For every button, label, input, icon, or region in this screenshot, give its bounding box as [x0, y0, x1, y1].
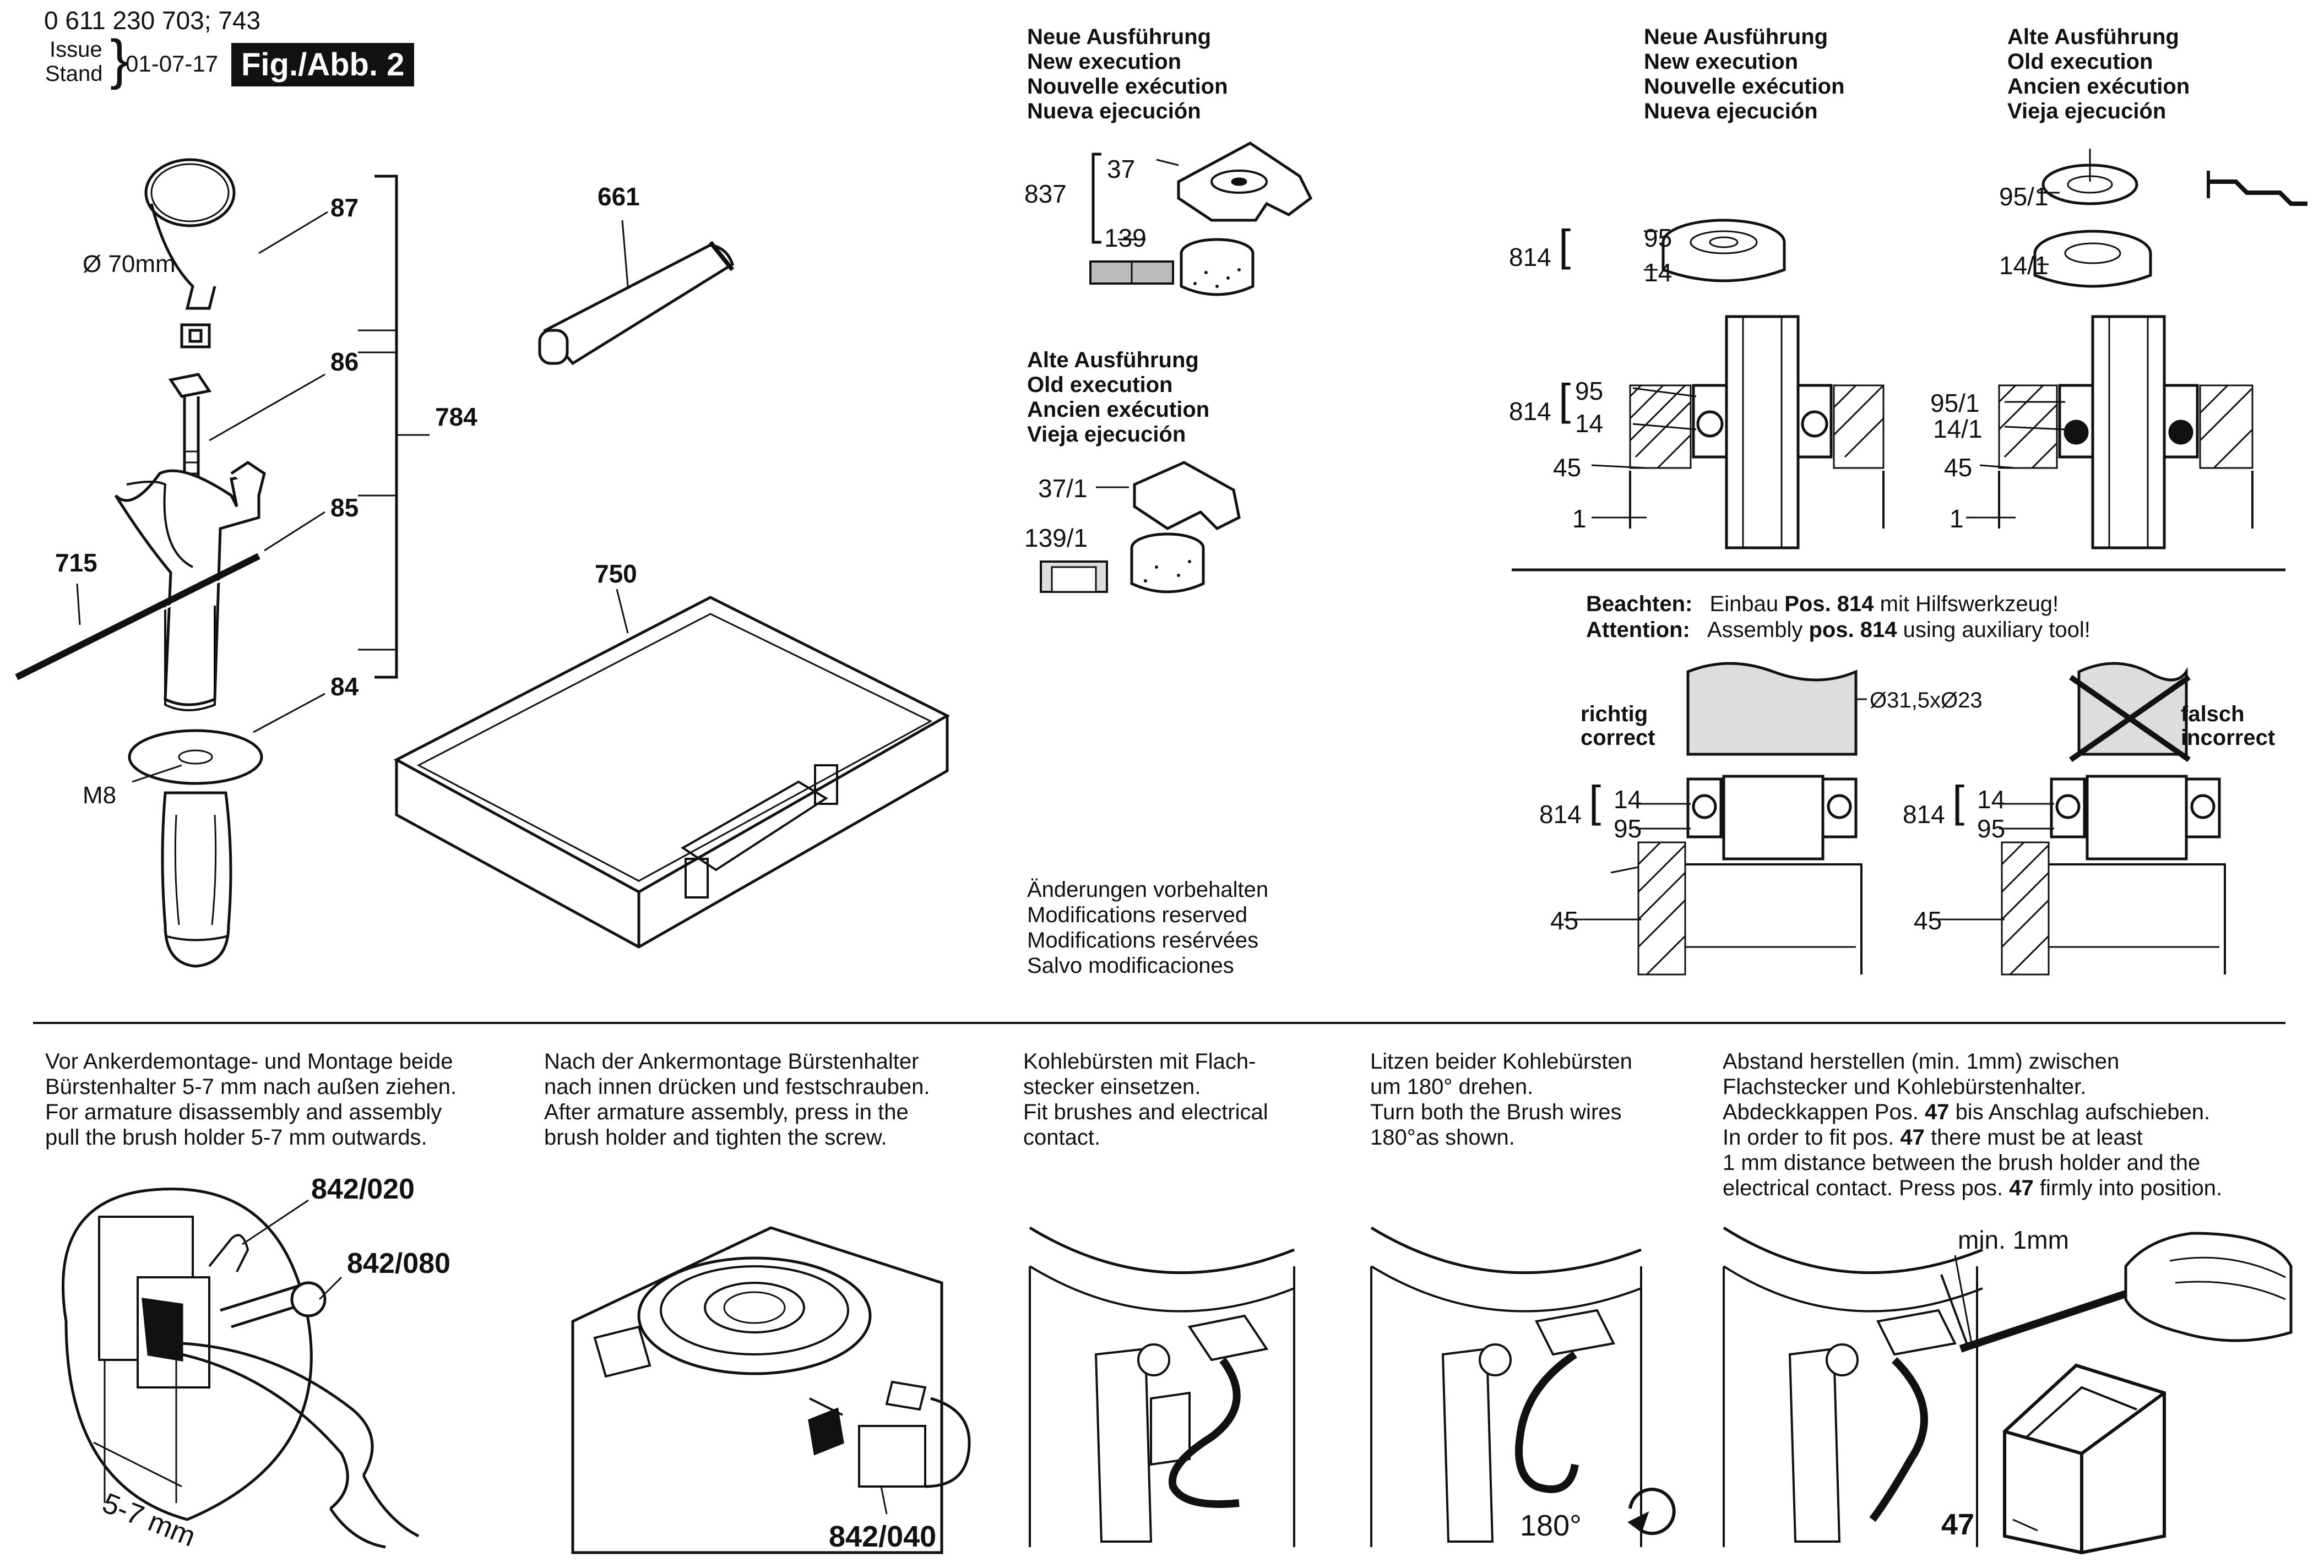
thread-m8: M8 — [83, 782, 117, 809]
part-85: 85 — [330, 493, 359, 522]
part-14-c: 14 — [1614, 785, 1642, 814]
part-14-b: 14 — [1575, 409, 1604, 438]
header-brace: } — [110, 29, 129, 90]
incorrect-label: incorrect — [2181, 726, 2276, 750]
min-1mm-label: min. 1mm — [1958, 1226, 2069, 1254]
tool-diameter: Ø31,5xØ23 — [1870, 688, 1983, 712]
part-14-d: 14 — [1977, 785, 2006, 814]
part-842-020: 842/020 — [311, 1173, 415, 1205]
part-139-1: 139/1 — [1024, 524, 1088, 552]
brace-814-c: [ — [1589, 777, 1601, 826]
part-37-1: 37/1 — [1038, 474, 1088, 503]
document-number: 0 611 230 703; 743 — [44, 6, 261, 35]
part-95-d: 95 — [1977, 814, 2006, 843]
rotation-180: 180° — [1520, 1509, 1582, 1542]
part-814-c: 814 — [1539, 800, 1582, 829]
part-95-b: 95 — [1575, 377, 1604, 405]
brace-814-a: [ — [1559, 221, 1571, 270]
part-14-a: 14 — [1644, 258, 1673, 287]
part-784: 784 — [435, 402, 477, 431]
part-814-d: 814 — [1903, 800, 1945, 829]
diameter-70mm: Ø 70mm — [83, 251, 176, 277]
brace-814-b: [ — [1559, 375, 1571, 424]
step-3-text: Kohlebürsten mit Flach- stecker einsetze… — [1023, 1049, 1268, 1150]
modifications-note: Änderungen vorbehalten Modifications res… — [1027, 878, 1269, 978]
part-814-a: 814 — [1509, 243, 1551, 271]
richtig-label: richtig — [1581, 702, 1648, 726]
part-95-c: 95 — [1614, 814, 1642, 843]
attention-line: Attention: Assembly pos. 814 using auxil… — [1586, 618, 2090, 642]
part-14-1-b: 14/1 — [1933, 415, 1983, 443]
part-45-a: 45 — [1553, 453, 1582, 482]
step-4-text: Litzen beider Kohlebürsten um 180° drehe… — [1370, 1049, 1632, 1150]
issue-date: 01-07-17 — [126, 51, 219, 77]
part-95-a: 95 — [1644, 224, 1673, 252]
part-45-c: 45 — [1550, 906, 1579, 935]
new-execution-heading-2: Neue Ausführung New execution Nouvelle e… — [1644, 25, 1845, 123]
stand-label: Stand — [45, 62, 103, 86]
old-execution-heading-1: Alte Ausführung Old execution Ancien exé… — [1027, 348, 1210, 447]
part-86: 86 — [330, 347, 359, 376]
issue-label: Issue — [50, 37, 102, 62]
step-2-text: Nach der Ankermontage Bürstenhalter nach… — [544, 1049, 930, 1150]
part-95-1-a: 95/1 — [1999, 182, 2049, 211]
part-95-1-b: 95/1 — [1930, 389, 1980, 417]
part-45-d: 45 — [1914, 906, 1942, 935]
figure-label: Fig./Abb. 2 — [231, 43, 415, 86]
part-37: 37 — [1107, 155, 1136, 183]
part-661: 661 — [598, 182, 640, 211]
falsch-label: falsch — [2181, 702, 2245, 726]
beachten-line: Beachten: Einbau Pos. 814 mit Hilfswerkz… — [1586, 592, 2059, 616]
new-execution-heading-1: Neue Ausführung New execution Nouvelle e… — [1027, 25, 1228, 123]
part-45-b: 45 — [1944, 453, 1973, 482]
part-715: 715 — [55, 548, 97, 577]
part-837: 837 — [1024, 179, 1067, 208]
part-139: 139 — [1104, 224, 1147, 252]
correct-label: correct — [1581, 726, 1655, 750]
part-842-080: 842/080 — [347, 1248, 450, 1280]
part-14-1-a: 14/1 — [1999, 251, 2049, 280]
part-1-a: 1 — [1572, 504, 1587, 533]
part-87: 87 — [330, 193, 359, 222]
part-814-b: 814 — [1509, 397, 1551, 426]
step-5-text: Abstand herstellen (min. 1mm) zwischen F… — [1723, 1049, 2223, 1200]
step-1-text: Vor Ankerdemontage- und Montage beide Bü… — [45, 1049, 457, 1150]
part-47: 47 — [1941, 1508, 1975, 1541]
part-1-b: 1 — [1950, 504, 1964, 533]
part-750: 750 — [595, 559, 637, 588]
part-842-040: 842/040 — [829, 1520, 937, 1553]
brace-814-d: [ — [1952, 777, 1965, 826]
part-84: 84 — [330, 672, 359, 701]
old-execution-heading-2: Alte Ausführung Old execution Ancien exé… — [2007, 25, 2190, 123]
